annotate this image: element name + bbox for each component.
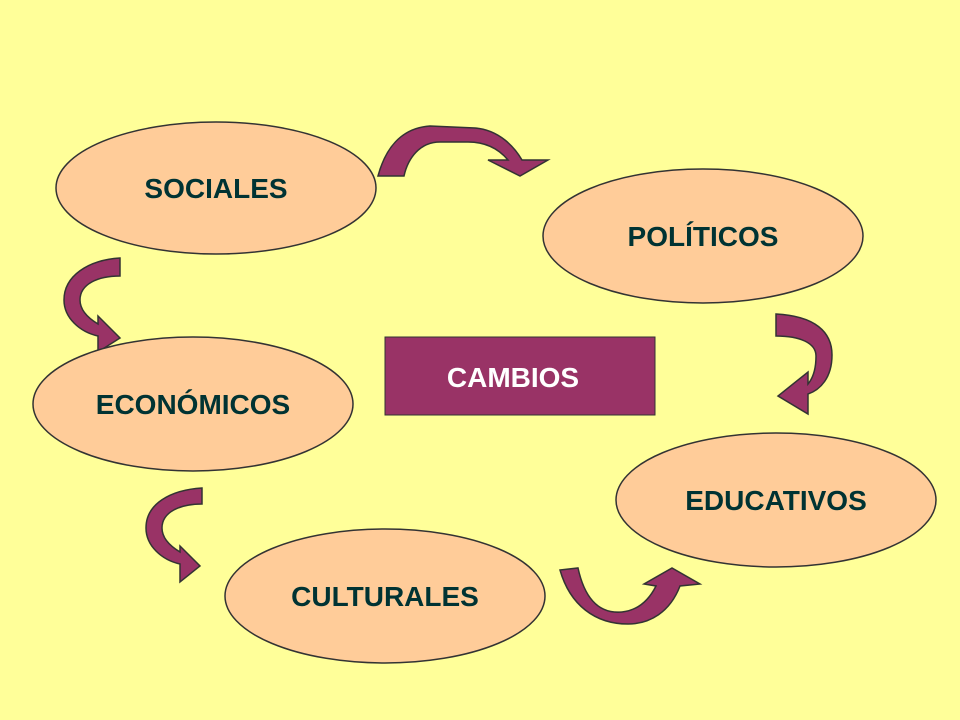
node-sociales: SOCIALES — [55, 121, 377, 255]
center-label: CAMBIOS — [447, 362, 579, 393]
node-educativos-label: EDUCATIVOS — [685, 485, 867, 516]
arrow-politicos-educativos-icon — [775, 313, 833, 416]
node-politicos: POLÍTICOS — [542, 168, 864, 304]
arrow-culturales-educativos-icon — [559, 567, 703, 625]
node-educativos: EDUCATIVOS — [615, 432, 937, 568]
arrow-sociales-politicos-icon — [377, 125, 551, 177]
arrow-sociales-economicos-icon — [63, 257, 122, 354]
arrow-economicos-culturales-icon — [145, 487, 203, 584]
center-box: CAMBIOS — [384, 336, 656, 416]
node-politicos-label: POLÍTICOS — [628, 221, 779, 252]
node-culturales: CULTURALES — [224, 528, 546, 664]
node-economicos: ECONÓMICOS — [32, 336, 354, 472]
node-sociales-label: SOCIALES — [144, 173, 287, 204]
node-economicos-label: ECONÓMICOS — [96, 389, 290, 420]
node-culturales-label: CULTURALES — [291, 581, 479, 612]
